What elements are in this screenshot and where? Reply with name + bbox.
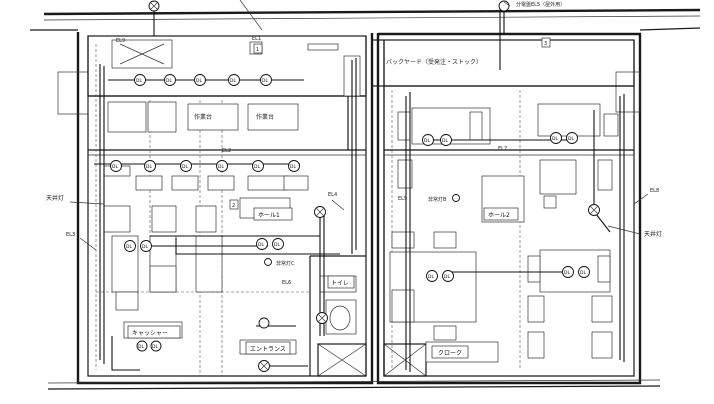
svg-text:DL: DL bbox=[182, 164, 188, 170]
svg-text:DL: DL bbox=[428, 274, 434, 280]
svg-text:DL: DL bbox=[138, 344, 144, 350]
cloak-label: クローク bbox=[438, 350, 462, 357]
ceiling-light-left-label: 天井灯 bbox=[46, 194, 64, 202]
downlight-icon: DL bbox=[426, 270, 438, 282]
downlight-fixtures: DL DL DL DL DL DL DL DL DL DL DL DL DL D… bbox=[110, 0, 600, 372]
circuit-8-label: EL8 bbox=[650, 188, 659, 194]
right-hall-furniture bbox=[389, 103, 619, 363]
downlight-icon: DL bbox=[134, 74, 146, 86]
circuit-5-label: EL5 bbox=[398, 196, 407, 202]
leader-lines bbox=[69, 0, 649, 251]
marker-2: 2 bbox=[232, 203, 235, 209]
svg-text:DL: DL bbox=[254, 164, 260, 170]
svg-text:DL: DL bbox=[580, 270, 586, 276]
downlight-icon: DL bbox=[260, 74, 272, 86]
svg-text:DL: DL bbox=[442, 138, 448, 144]
downlight-icon bbox=[316, 312, 328, 324]
downlight-icon: DL bbox=[422, 134, 434, 146]
circuit-7-label: EL7 bbox=[498, 146, 507, 152]
downlight-icon bbox=[258, 317, 270, 329]
room-label-boxes bbox=[127, 207, 519, 359]
downlight-icon: DL bbox=[124, 240, 136, 252]
svg-text:DL: DL bbox=[166, 78, 172, 84]
panel-markers bbox=[229, 37, 551, 210]
downlight-icon: DL bbox=[442, 270, 454, 282]
elevator-shaft-left bbox=[317, 343, 367, 377]
downlight-icon bbox=[314, 206, 326, 218]
kitchen-counter-b-label: 作業台 bbox=[256, 113, 274, 121]
elevator-shaft-right bbox=[383, 343, 427, 377]
svg-text:DL: DL bbox=[564, 270, 570, 276]
svg-text:DL: DL bbox=[146, 164, 152, 170]
downlight-icon: DL bbox=[272, 238, 284, 250]
svg-text:DL: DL bbox=[258, 242, 264, 248]
downlight-icon: DL bbox=[216, 160, 228, 172]
downlight-icon bbox=[498, 0, 510, 12]
circuit-3-label: EL3 bbox=[66, 232, 75, 238]
partitions bbox=[87, 35, 635, 376]
ceiling-light-right-label: 天井灯 bbox=[644, 230, 662, 238]
downlight-icon: DL bbox=[440, 134, 452, 146]
kitchen-equipment bbox=[107, 39, 361, 133]
svg-text:DL: DL bbox=[424, 138, 430, 144]
downlight-icon: DL bbox=[288, 160, 300, 172]
svg-text:DL: DL bbox=[126, 244, 132, 250]
downlight-icon: DL bbox=[136, 340, 148, 352]
downlight-icon: DL bbox=[194, 74, 206, 86]
circuit-4-label: EL4 bbox=[328, 192, 337, 198]
outlet-b-label: 非常灯B bbox=[428, 196, 447, 203]
svg-text:DL: DL bbox=[230, 78, 236, 84]
circuit-2-label: EL2 bbox=[222, 148, 231, 154]
svg-text:DL: DL bbox=[142, 244, 148, 250]
outlet-c-label: 非常灯C bbox=[276, 260, 295, 267]
downlight-icon: DL bbox=[150, 340, 162, 352]
downlight-icon: DL bbox=[140, 240, 152, 252]
svg-text:DL: DL bbox=[552, 136, 558, 142]
downlight-icon: DL bbox=[578, 266, 590, 278]
downlight-icon: DL bbox=[256, 238, 268, 250]
downlight-icon: DL bbox=[252, 160, 264, 172]
marker-1: 1 bbox=[256, 47, 259, 53]
svg-text:DL: DL bbox=[136, 78, 142, 84]
downlight-icon: DL bbox=[550, 132, 562, 144]
downlight-icon: DL bbox=[164, 74, 176, 86]
downlight-icon: DL bbox=[144, 160, 156, 172]
backyard-label: バックヤード（受発注・ストック） bbox=[386, 58, 482, 66]
downlight-icon bbox=[588, 204, 600, 216]
svg-text:DL: DL bbox=[290, 164, 296, 170]
circuit-6-label: EL6 bbox=[282, 280, 291, 286]
downlight-icon: DL bbox=[180, 160, 192, 172]
entrance-label: エントランス bbox=[250, 346, 286, 353]
downlight-icon: DL bbox=[566, 132, 578, 144]
downlight-icon bbox=[148, 0, 160, 12]
cashier-label: キャッシャー bbox=[132, 330, 168, 337]
downlight-icon bbox=[264, 258, 272, 266]
downlight-icon: DL bbox=[110, 160, 122, 172]
hall1-label: ホール1 bbox=[258, 212, 280, 219]
downlight-icon: DL bbox=[228, 74, 240, 86]
downlight-icon bbox=[452, 194, 460, 202]
svg-text:DL: DL bbox=[568, 136, 574, 142]
downlight-icon bbox=[258, 360, 270, 372]
marker-3: 3 bbox=[544, 41, 547, 47]
top-note-label: 分電盤EL5（屋外用） bbox=[516, 1, 565, 8]
svg-text:DL: DL bbox=[262, 78, 268, 84]
svg-text:DL: DL bbox=[196, 78, 202, 84]
svg-text:DL: DL bbox=[152, 344, 158, 350]
circuit-1-label: EL1 bbox=[252, 36, 261, 42]
svg-text:DL: DL bbox=[274, 242, 280, 248]
circuit-9-label: EL9 bbox=[116, 38, 125, 44]
svg-text:DL: DL bbox=[112, 164, 118, 170]
toilet-label: トイレ bbox=[331, 280, 349, 287]
svg-text:DL: DL bbox=[444, 274, 450, 280]
kitchen-counter-a-label: 作業台 bbox=[194, 113, 212, 121]
hall2-label: ホール2 bbox=[488, 212, 510, 219]
svg-text:DL: DL bbox=[218, 164, 224, 170]
outer-walls bbox=[30, 8, 701, 390]
downlight-icon: DL bbox=[562, 266, 574, 278]
